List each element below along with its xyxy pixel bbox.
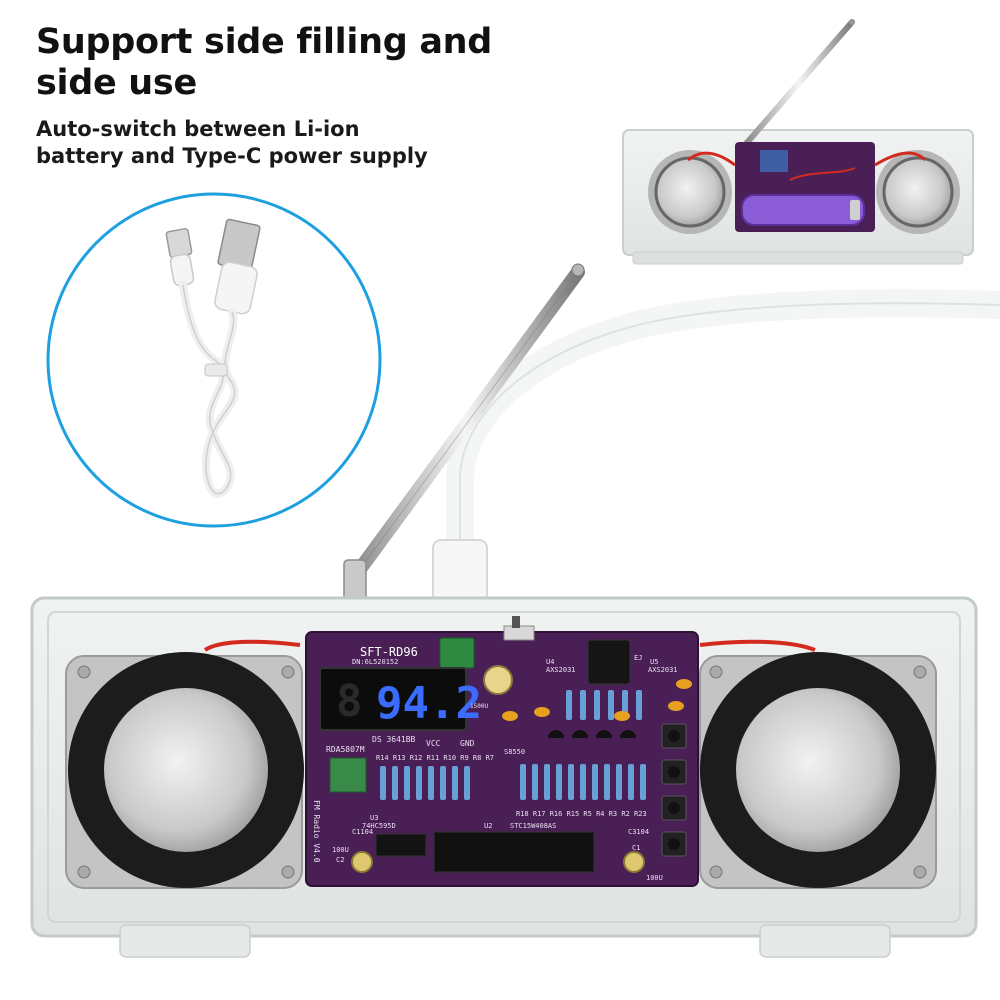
u2-label: U2 [484,822,492,830]
shift-register-label: 74HC595D [362,822,396,830]
subheadline: Auto-switch between Li-ion battery and T… [36,116,556,171]
cap-100-left-label: 100U [332,846,349,854]
resistor-array-bottom [520,764,646,800]
cap-1500-label: 1500U [470,703,488,710]
c3104-label: C3104 [628,828,649,836]
c1104-label: C1104 [352,828,373,836]
vcc-label: VCC [426,739,441,748]
u4-label: U4 [546,658,554,666]
u3-label: U3 [370,814,378,822]
cable-inset [46,192,382,528]
side-view-product-image [622,19,974,265]
resistor-array-top [380,766,470,800]
fm-radio-version-label: FM Radio V4.0 [312,800,321,863]
transistor-label: S8550 [504,748,525,756]
audio-jack[interactable] [587,639,631,685]
board-model-label: SFT-RD96 [360,645,418,659]
speaker-right [699,652,937,889]
ej-label: EJ [634,654,642,662]
headline-line-1: Support side filling and [36,22,493,62]
resistor-row-label-top: R14 R13 R12 R11 R10 R9 R8 R7 [376,754,494,762]
mini-speaker-right [876,150,960,234]
subheadline-line-2: battery and Type-C power supply [36,144,428,169]
circuit-board: SFT-RD96 DN:6L520152 8 94.2 DS 3641BB VC… [305,616,699,887]
subheadline-line-1: Auto-switch between Li-ion [36,117,360,141]
gnd-label: GND [460,739,475,748]
transistors [548,730,636,738]
frequency-readout: 94.2 [376,678,482,729]
mini-antenna [742,19,855,148]
frequency-display: 8 94.2 [319,667,482,731]
resistor-row-label-bottom: R18 R17 R16 R15 R5 R4 R3 R2 R23 [516,810,647,818]
c1-label: C1 [632,844,640,852]
c2-label: C2 [336,856,344,864]
amp-right-label: AXS2031 [648,666,678,674]
shift-register-chip [375,833,427,857]
battery-icon [741,194,865,226]
mcu-label: STC15W408AS [510,822,556,830]
usb-cable-icon [165,218,261,498]
type-c-cable [446,289,1000,574]
u5-label: U5 [650,658,658,666]
display-part-label: DS 3641BB [372,735,416,744]
cap-100-right-label: 100U [646,874,663,882]
headline: Support side filling and side use [36,22,556,105]
mcu-chip [433,831,595,873]
board-code-label: DN:6L520152 [352,658,398,666]
resistor-array-middle [566,690,642,720]
amp-left-label: AXS2031 [546,666,576,674]
speaker-left [65,652,304,889]
power-switch[interactable] [503,625,535,641]
tactile-buttons [661,723,687,857]
fm-chip-label: RDA5807M [326,745,365,754]
mini-speaker-left [648,150,732,234]
headline-line-2: side use [36,63,197,104]
svg-text:8: 8 [336,676,363,727]
